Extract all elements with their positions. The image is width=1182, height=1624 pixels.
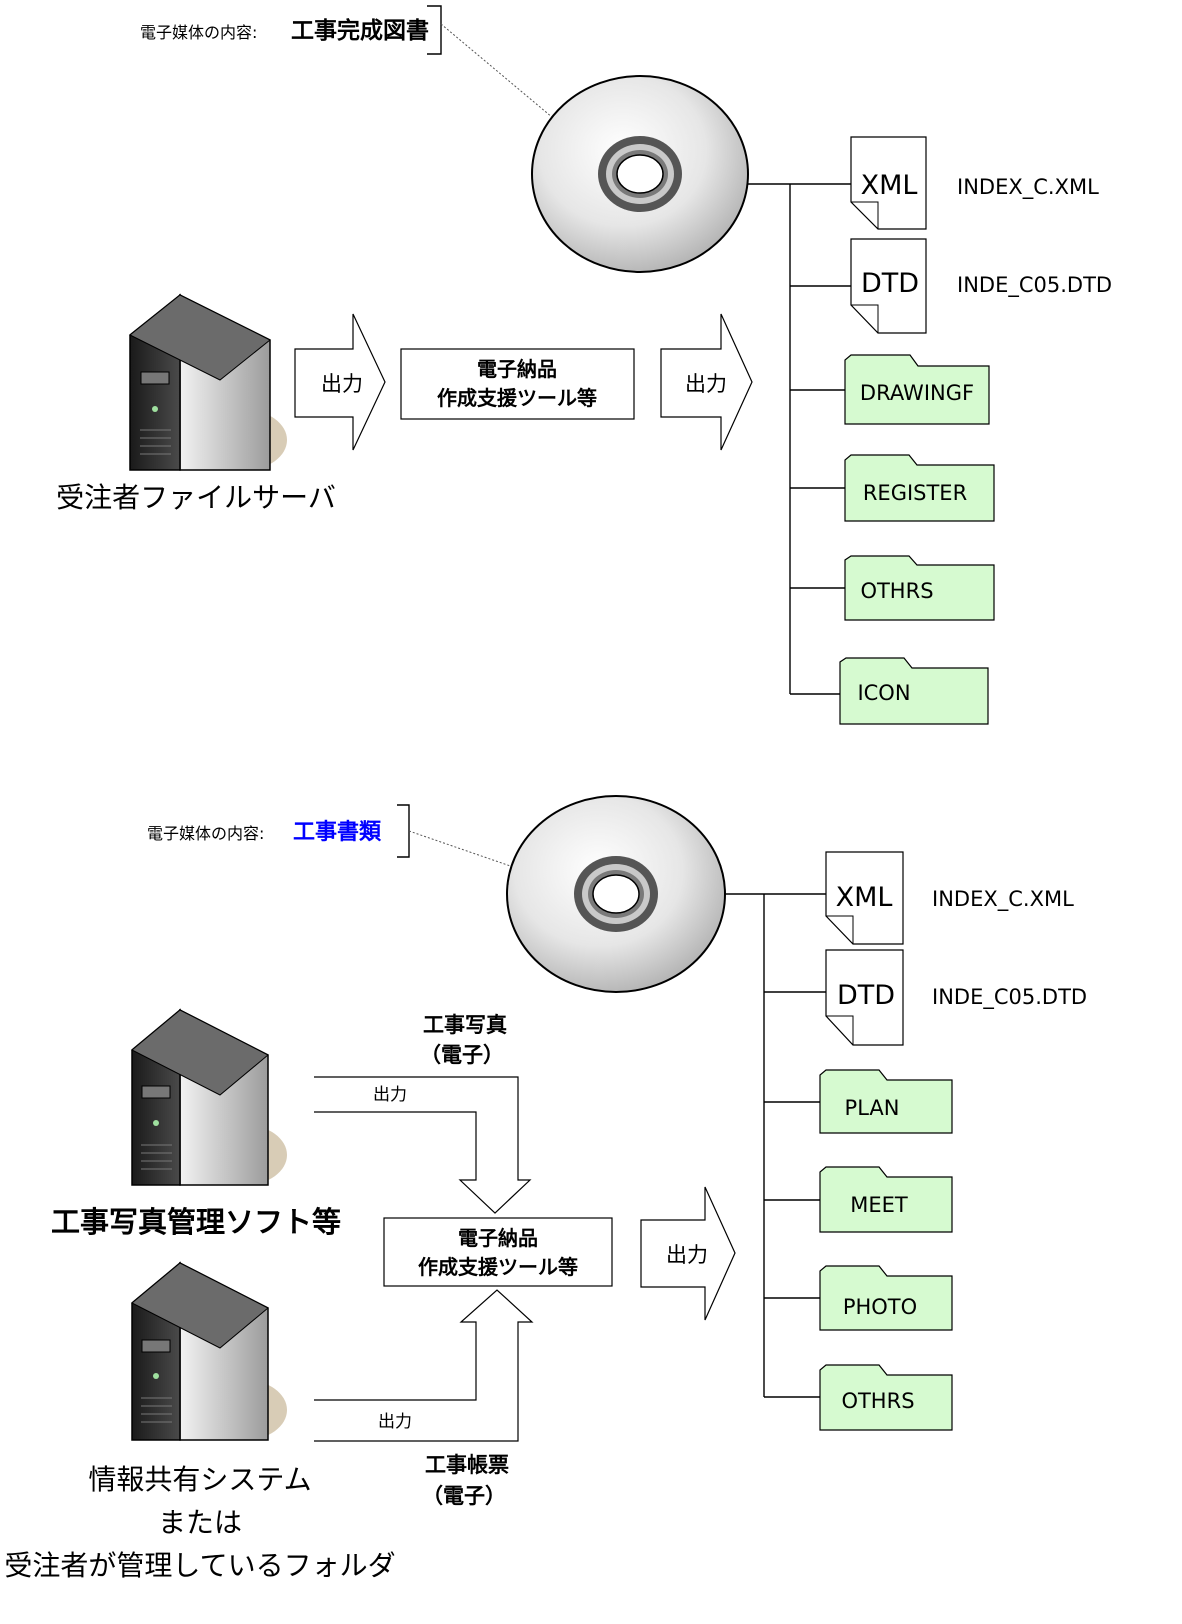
top-section: 電子媒体の内容: 工事完成図書 XML IN [56, 5, 1112, 725]
top-output-label-2: 出力 [685, 372, 727, 396]
bottom-cd-icon [506, 795, 726, 993]
top-tool-box [400, 348, 635, 420]
top-tool-line1: 電子納品 [477, 357, 557, 381]
folder-photo: PHOTO [819, 1265, 953, 1331]
bottom-tool-box [383, 1217, 613, 1287]
folder-icon-top: ICON [839, 657, 989, 725]
bottom-xml-name: INDEX_C.XML [932, 887, 1074, 912]
folder-icon [844, 454, 995, 522]
top-tree-lines [748, 183, 851, 695]
folder-plan: PLAN [819, 1069, 953, 1134]
lower-input-arrow [314, 1289, 534, 1442]
folder-icon [844, 555, 995, 621]
bottom-output-right-label: 出力 [666, 1243, 708, 1267]
top-xml-type: XML [861, 170, 918, 201]
top-media-bracket [427, 5, 442, 55]
top-dtd-type: DTD [861, 268, 919, 299]
folder-label-icon: ICON [857, 681, 910, 705]
folder-label-drawingf: DRAWINGF [860, 381, 974, 405]
folder-icon [819, 1265, 953, 1331]
folder-icon [819, 1166, 953, 1233]
top-xml-file: XML INDEX_C.XML [850, 136, 1099, 230]
folder-othrs-top: OTHRS [844, 555, 995, 621]
bottom-server2-line3: 受注者が管理しているフォルダ [4, 1549, 395, 1582]
bottom-media-label: 電子媒体の内容: 工事書類 [147, 804, 549, 880]
dtd-document-icon [825, 949, 904, 1046]
folder-icon [819, 1364, 953, 1431]
top-dtd-file: DTD INDE_C05.DTD [850, 238, 1112, 334]
bottom-xml-type: XML [836, 882, 893, 913]
form-label-line2: （電子） [422, 1484, 506, 1508]
folder-meet: MEET [819, 1166, 953, 1233]
folder-label-othrs: OTHRS [841, 1389, 914, 1413]
bottom-media-prefix: 電子媒体の内容: [147, 824, 264, 843]
top-xml-name: INDEX_C.XML [957, 175, 1099, 200]
bottom-server2-line2: または [158, 1506, 242, 1539]
top-output-arrow-2 [660, 313, 753, 451]
bottom-media-title: 工事書類 [293, 819, 382, 845]
folder-drawingf: DRAWINGF [844, 354, 990, 425]
bottom-dtd-name: INDE_C05.DTD [932, 985, 1087, 1010]
folder-icon [839, 657, 989, 725]
folder-register: REGISTER [844, 454, 995, 522]
photo-label-line1: 工事写真 [423, 1013, 507, 1037]
upper-output-label: 出力 [373, 1085, 407, 1105]
upper-input-arrow [314, 1076, 532, 1214]
folder-label-photo: PHOTO [843, 1295, 917, 1319]
lower-output-label: 出力 [378, 1412, 412, 1432]
bottom-tree-lines [725, 893, 826, 1398]
bottom-tool-line1: 電子納品 [458, 1226, 538, 1250]
top-dtd-name: INDE_C05.DTD [957, 273, 1112, 298]
bottom-dtd-file: DTD INDE_C05.DTD [825, 949, 1087, 1046]
folder-othrs-bottom: OTHRS [819, 1364, 953, 1431]
folder-label-plan: PLAN [845, 1096, 900, 1120]
top-media-leader [440, 23, 566, 129]
bottom-server1-label: 工事写真管理ソフト等 [51, 1205, 341, 1239]
bottom-tool-line2: 作成支援ツール等 [418, 1255, 578, 1279]
xml-document-icon [850, 136, 927, 230]
bottom-dtd-type: DTD [837, 980, 895, 1011]
top-tool-line2: 作成支援ツール等 [437, 386, 597, 410]
photo-label-line2: （電子） [420, 1043, 504, 1067]
bottom-server2-line1: 情報共有システム [88, 1463, 311, 1496]
form-label-line1: 工事帳票 [425, 1453, 509, 1477]
bottom-media-bracket [397, 804, 410, 858]
top-server-label: 受注者ファイルサーバ [56, 481, 336, 514]
top-media-label: 電子媒体の内容: 工事完成図書 [140, 5, 566, 129]
top-output-label-1: 出力 [321, 372, 363, 396]
dtd-document-icon [850, 238, 927, 334]
top-media-title: 工事完成図書 [291, 17, 429, 44]
folder-label-othrs: OTHRS [860, 579, 933, 603]
top-cd-icon [531, 75, 749, 273]
bottom-server1-icon [131, 1008, 287, 1186]
folder-label-meet: MEET [850, 1193, 908, 1217]
folder-label-register: REGISTER [863, 481, 967, 505]
xml-document-icon [825, 851, 904, 945]
bottom-section: 電子媒体の内容: 工事書類 XML INDE [4, 795, 1087, 1582]
top-output-arrow-1 [294, 313, 386, 451]
top-server-icon [129, 293, 287, 471]
bottom-media-leader [408, 830, 549, 880]
bottom-output-arrow [640, 1186, 736, 1321]
folder-icon [844, 354, 990, 425]
bottom-server2-icon [131, 1261, 287, 1441]
folder-icon [819, 1069, 953, 1134]
top-media-prefix: 電子媒体の内容: [140, 23, 257, 42]
bottom-xml-file: XML INDEX_C.XML [825, 851, 1074, 945]
